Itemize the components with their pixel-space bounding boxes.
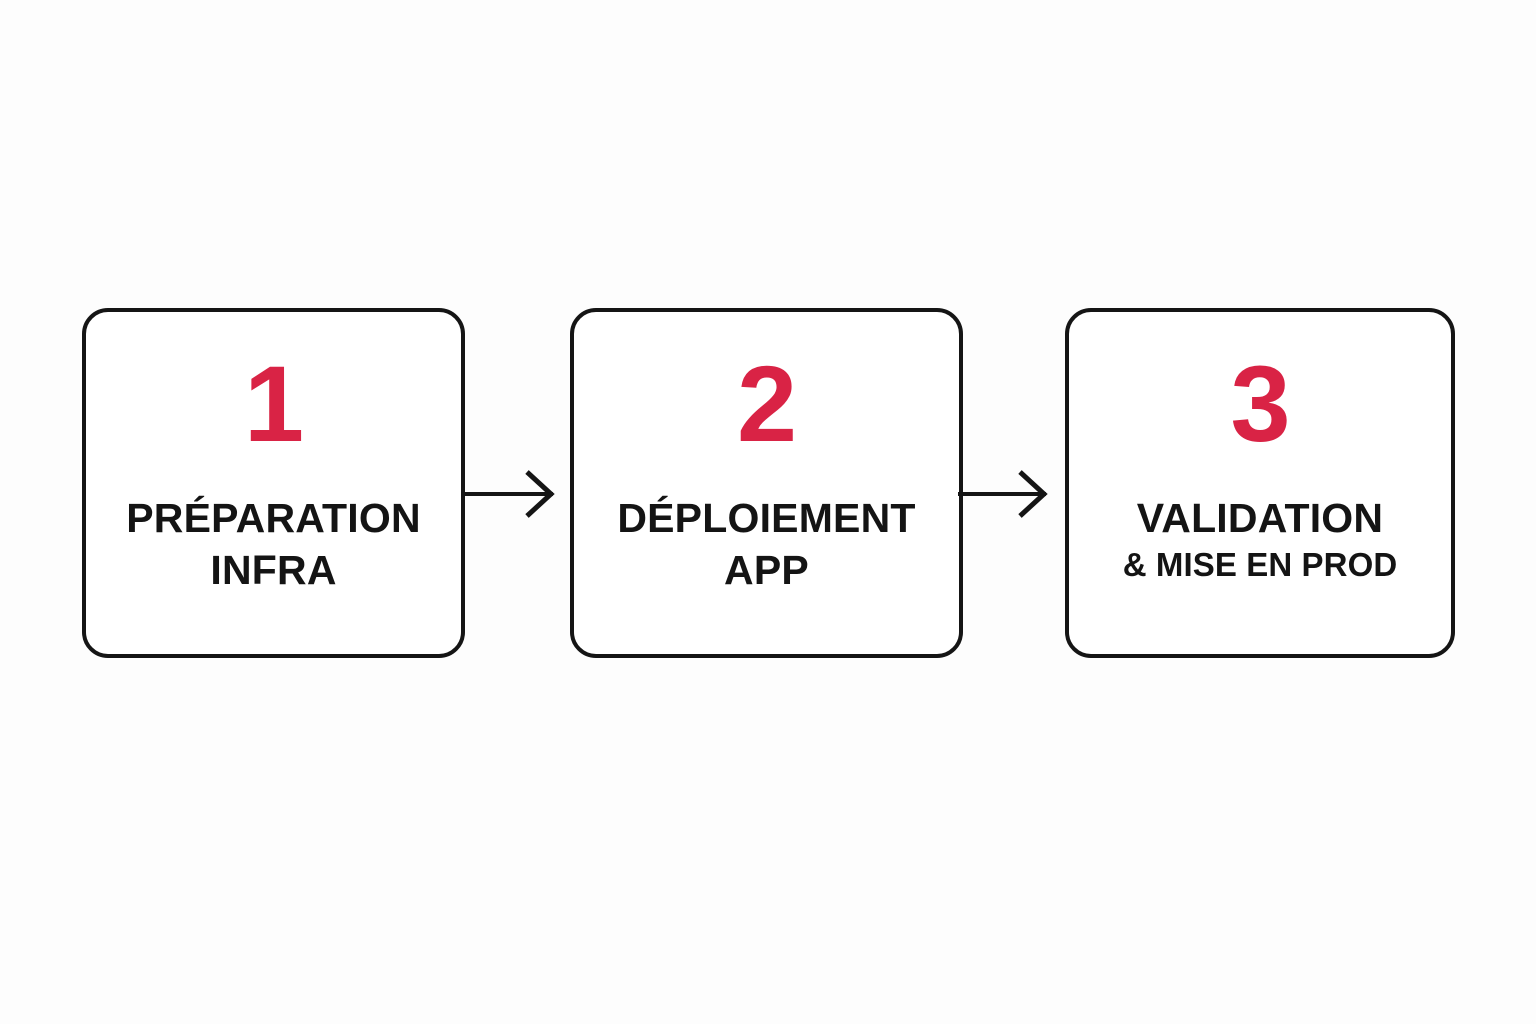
step-number-3: 3: [1230, 343, 1290, 464]
step-label-3-line-2: & MISE EN PROD: [1122, 546, 1398, 584]
arrow-right-icon: [465, 470, 555, 518]
step-label-1: PRÉPARATION INFRA: [118, 492, 429, 597]
step-number-2: 2: [736, 343, 797, 464]
step-box-3[interactable]: 3 VALIDATION & MISE EN PROD: [1065, 308, 1455, 658]
step-box-1[interactable]: 1 PRÉPARATION INFRA: [82, 308, 465, 658]
step-label-3-line-1: VALIDATION: [1136, 495, 1384, 541]
connector-arrow-2-to-3: [958, 468, 1063, 520]
step-label-2-line-2: APP: [724, 547, 809, 594]
connector-arrow-1-to-2: [465, 468, 570, 520]
step-label-3: VALIDATION & MISE EN PROD: [1115, 492, 1406, 587]
step-label-1-line-1: PRÉPARATION: [126, 495, 421, 541]
step-label-2: DÉPLOIEMENT APP: [609, 492, 923, 597]
step-number-1: 1: [243, 343, 304, 464]
arrow-right-icon: [958, 470, 1048, 518]
step-label-1-line-2: INFRA: [210, 547, 337, 594]
step-label-2-line-1: DÉPLOIEMENT: [617, 495, 916, 541]
step-box-2[interactable]: 2 DÉPLOIEMENT APP: [570, 308, 963, 658]
